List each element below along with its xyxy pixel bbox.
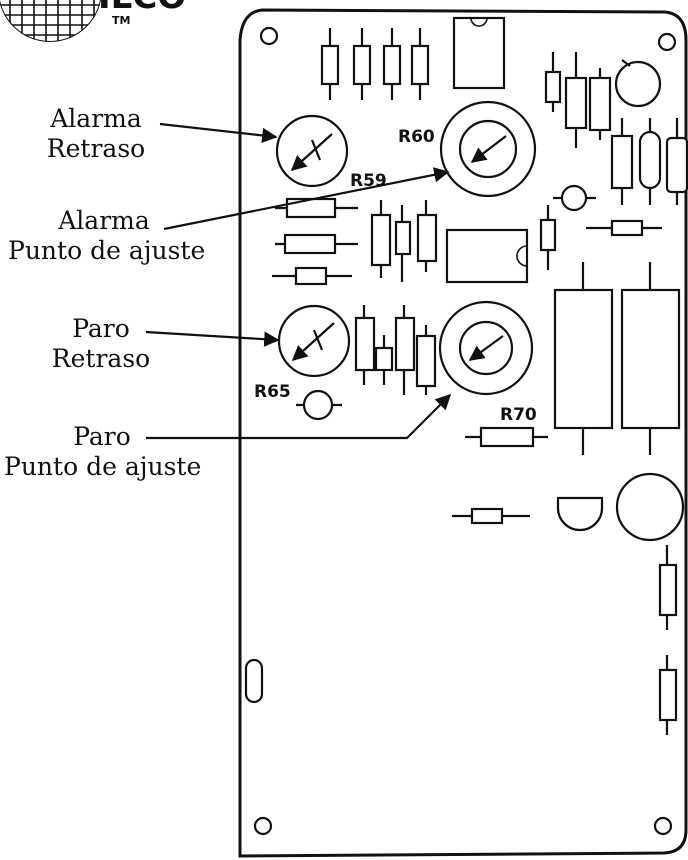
callout-alarm-setpoint-line2: Punto de ajuste <box>8 236 206 265</box>
callout-alarm-delay: Alarma Retraso <box>34 104 158 164</box>
callout-stop-setpoint-line1: Paro <box>73 422 131 451</box>
mounting-hole-icon <box>253 816 273 836</box>
ref-r60: R60 <box>398 127 435 147</box>
mounting-holes <box>244 26 677 836</box>
potentiometer-alarm-setpoint <box>439 100 537 198</box>
trademark-mark: TM <box>112 14 130 27</box>
resistor-group-left <box>272 197 358 286</box>
callout-alarm-delay-line2: Retraso <box>46 134 146 163</box>
ref-r65: R65 <box>254 382 291 402</box>
callout-stop-setpoint: Paro Punto de ajuste <box>4 422 202 482</box>
logo: ILCO TM <box>0 0 186 42</box>
callout-stop-delay-line2: Retraso <box>51 344 151 373</box>
leader-arrow-alarm-delay <box>159 122 278 144</box>
potentiometer-stop-setpoint <box>438 300 534 396</box>
logo-text: ILCO <box>98 0 186 17</box>
callout-stop-delay: Paro Retraso <box>46 314 156 374</box>
callout-alarm-setpoint-line1: Alarma <box>58 206 150 235</box>
callout-alarm-delay-line1: Alarma <box>50 104 142 133</box>
slot-hole-icon <box>244 658 264 704</box>
callout-stop-setpoint-line2: Punto de ajuste <box>4 452 202 481</box>
ic-chip-top <box>452 16 506 90</box>
transistor-icon <box>302 389 334 421</box>
potentiometer-alarm-delay <box>275 114 349 188</box>
transistor-icon <box>560 184 588 212</box>
mounting-hole-icon <box>657 32 677 52</box>
ref-r70: R70 <box>500 405 537 425</box>
capacitor-icon <box>615 472 685 542</box>
logo-globe-icon <box>0 0 102 42</box>
resistor-group-top <box>320 28 430 100</box>
large-capacitors <box>553 262 681 455</box>
resistor-r70 <box>465 426 548 448</box>
potentiometer-stop-delay <box>277 304 351 378</box>
pcb-outline <box>238 8 688 858</box>
mounting-hole-icon <box>653 816 673 836</box>
callout-alarm-setpoint: Alarma Punto de ajuste <box>8 206 206 266</box>
mounting-hole-icon <box>259 26 279 46</box>
leader-arrow-stop-setpoint <box>146 393 452 440</box>
resistor-group-lower <box>296 305 437 421</box>
leader-arrow-alarm-setpoint <box>163 167 450 231</box>
leader-arrow-stop-delay <box>145 330 280 347</box>
resistor-group-middle <box>370 200 662 282</box>
transistor-icon <box>556 496 604 532</box>
component-cluster-bottom <box>452 472 685 735</box>
capacitor-icon <box>614 60 662 108</box>
ic-chip-middle <box>445 228 529 284</box>
component-cluster-top-right <box>544 52 688 212</box>
callout-stop-delay-line1: Paro <box>72 314 130 343</box>
